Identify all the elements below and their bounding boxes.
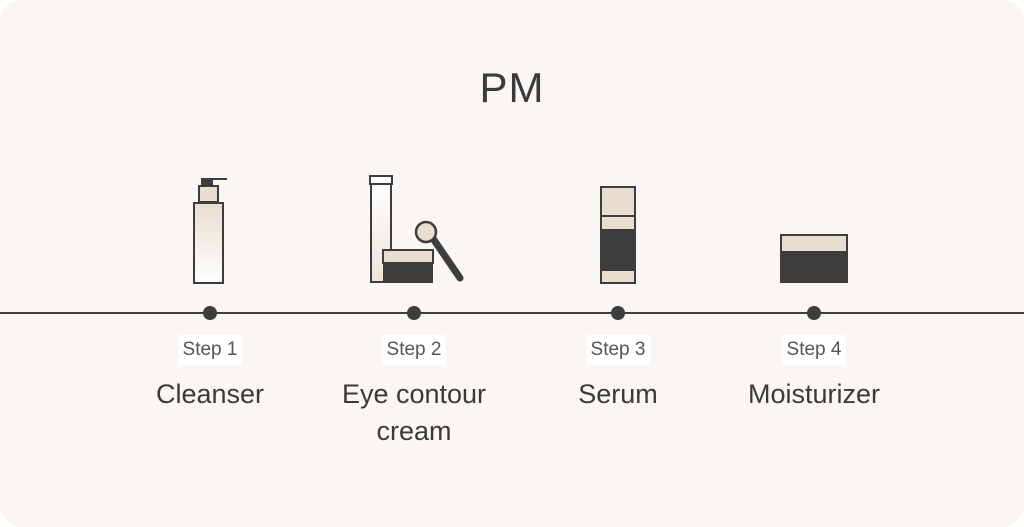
timeline-dot — [203, 306, 217, 320]
tube-and-jar-icon — [314, 170, 514, 290]
cream-jar-icon — [714, 170, 914, 290]
step-name: Cleanser — [155, 379, 265, 409]
timeline-dot — [807, 306, 821, 320]
step-badge: Step 2 — [381, 335, 447, 365]
step-badge: Step 1 — [177, 335, 243, 365]
serum-bottle-icon — [518, 170, 718, 290]
pump-bottle-icon — [110, 170, 310, 290]
step-name: Eye contour cream — [341, 379, 487, 446]
step-name: Serum — [578, 379, 658, 409]
page-title: PM — [479, 64, 545, 111]
timeline-dot — [611, 306, 625, 320]
timeline-line — [0, 312, 1024, 314]
step-badge: Step 3 — [585, 335, 651, 365]
timeline-dot — [407, 306, 421, 320]
step-badge: Step 4 — [781, 335, 847, 365]
step-name: Moisturizer — [747, 379, 881, 409]
